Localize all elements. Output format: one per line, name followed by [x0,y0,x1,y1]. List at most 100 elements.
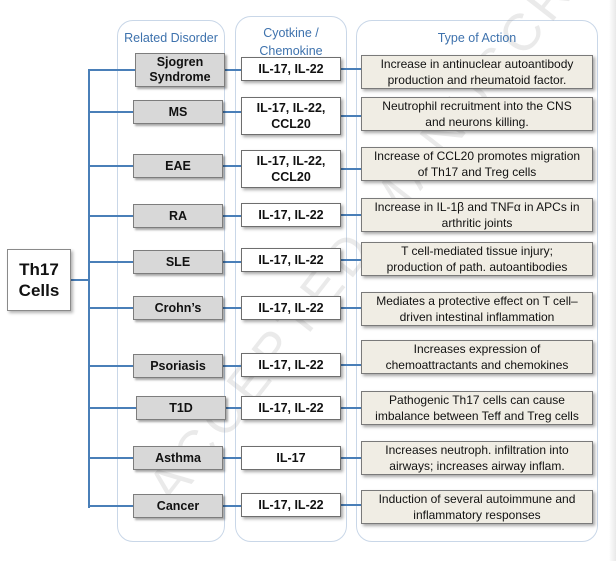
disorder-label: Psoriasis [150,358,206,373]
disorder-cytokine-line [223,365,241,367]
root-line2: Cells [18,281,60,300]
disorder-box: EAE [133,154,223,178]
disorder-box: MS [133,100,223,124]
page-edge [609,0,616,561]
disorder-label: MS [168,104,188,119]
trunk-line [88,70,90,508]
cytokine-box: IL-17, IL-22 [241,296,341,320]
action-label: Increases neutroph. infiltration into [385,443,569,457]
branch-line [88,215,133,217]
action-label: of Th17 and Treg cells [417,165,537,179]
cytokine-action-line [341,214,361,216]
cytokine-label: IL-17, IL-22 [258,62,324,76]
disorder-label: T1D [169,400,193,415]
action-box: Neutrophil recruitment into the CNS and n… [361,97,593,131]
cytokine-label: IL-17 [276,451,306,465]
cytokine-label: IL-17, IL-22 [258,401,324,415]
disorder-label: Cancer [156,498,200,513]
action-label: Increase in IL-1β and TNFα in APCs in [374,200,580,214]
cytokine-label: IL-17, IL-22 [258,253,324,267]
root-connector-line [71,279,90,281]
disorder-label: Crohn’s [154,300,202,315]
cytokine-action-line [341,68,361,70]
action-label: production and rheumatoid factor. [387,73,567,87]
cytokine-action-line [341,504,361,506]
cytokine-action-line [341,168,361,170]
branch-line [88,261,133,263]
disorder-column-header: Related Disorder [124,31,218,45]
disorder-cytokine-line [225,69,241,71]
disorder-box: Asthma [133,446,223,470]
action-label: T cell-mediated tissue injury; [401,244,553,258]
action-box: Increases neutroph. infiltration into air… [361,441,593,475]
disorder-cytokine-line [223,505,241,507]
action-label: imbalance between Teff and Treg cells [375,409,579,423]
disorder-box: T1D [136,396,226,420]
action-label: Mediates a protective effect on T cell– [376,294,578,308]
cytokine-label: IL-17, IL-22 [258,208,324,222]
action-box: Increase in IL-1β and TNFα in APCs in art… [361,198,593,232]
cytokine-label: IL-17, IL-22, [256,154,326,168]
disorder-box: SLE [133,250,223,274]
disorder-label: Asthma [155,450,201,465]
action-label: Pathogenic Th17 cells can cause [389,393,565,407]
disorder-box: RA [133,204,223,228]
disorder-cytokine-line [223,111,241,113]
action-label: and neurons killing. [425,115,529,129]
cytokine-box: IL-17, IL-22, CCL20 [241,150,341,188]
action-label: Increase of CCL20 promotes migration [373,149,581,163]
branch-line [88,111,133,113]
action-label: production of path. autoantibodies [386,260,568,274]
cytokine-label: IL-17, IL-22, [256,101,326,115]
disorder-cytokine-line [226,407,241,409]
branch-line [88,307,133,309]
disorder-label: RA [168,208,188,223]
action-label: Induction of several autoimmune and [378,492,576,506]
cytokine-box: IL-17, IL-22 [241,57,341,81]
action-label: arthritic joints [441,216,513,230]
action-column-header: Type of Action [437,31,517,45]
branch-line [88,165,133,167]
action-label: chemoattractants and chemokines [385,358,569,372]
cytokine-action-line [341,407,361,409]
action-box: Induction of several autoimmune and infla… [361,490,593,524]
action-label: inflammatory responses [413,508,541,522]
cytokine-action-line [341,457,361,459]
cytokine-header-line2: Chemokine [259,44,323,58]
action-label: airways; increases airway inflam. [389,459,565,473]
action-label: Increases expression of [413,342,541,356]
action-label: Neutrophil recruitment into the CNS [382,99,572,113]
th17-cells-node: Th17 Cells [7,249,71,311]
branch-line [88,365,133,367]
branch-line [88,505,133,507]
disorder-cytokine-line [223,165,241,167]
cytokine-action-line [341,259,361,261]
cytokine-box: IL-17, IL-22 [241,203,341,227]
cytokine-column-header: Cyotkine / Chemokine [235,26,347,59]
disorder-cytokine-line [223,215,241,217]
branch-line [88,407,136,409]
cytokine-label: CCL20 [271,170,311,184]
cytokine-header-line1: Cyotkine / [263,26,319,40]
branch-line [88,69,135,71]
disorder-box: Psoriasis [133,354,223,378]
action-box: Mediates a protective effect on T cell–d… [361,292,593,326]
disorder-box: Crohn’s [133,296,223,320]
cytokine-label: IL-17, IL-22 [258,301,324,315]
cytokine-label: CCL20 [271,117,311,131]
cytokine-box: IL-17, IL-22 [241,396,341,420]
cytokine-box: IL-17 [241,446,341,470]
disorder-cytokine-line [223,457,241,459]
disorder-label: Sjogren [156,55,204,69]
action-box: Increase in antinuclear autoantibody prod… [361,55,593,89]
disorder-label: EAE [165,158,191,173]
action-box: T cell-mediated tissue injury; production… [361,242,593,276]
disorder-label: SLE [165,254,191,269]
cytokine-action-line [341,364,361,366]
cytokine-box: IL-17, IL-22 [241,353,341,377]
action-label: Increase in antinuclear autoantibody [380,57,574,71]
disorder-box: Cancer [133,494,223,518]
cytokine-box: IL-17, IL-22 [241,493,341,517]
cytokine-action-line [341,307,361,309]
